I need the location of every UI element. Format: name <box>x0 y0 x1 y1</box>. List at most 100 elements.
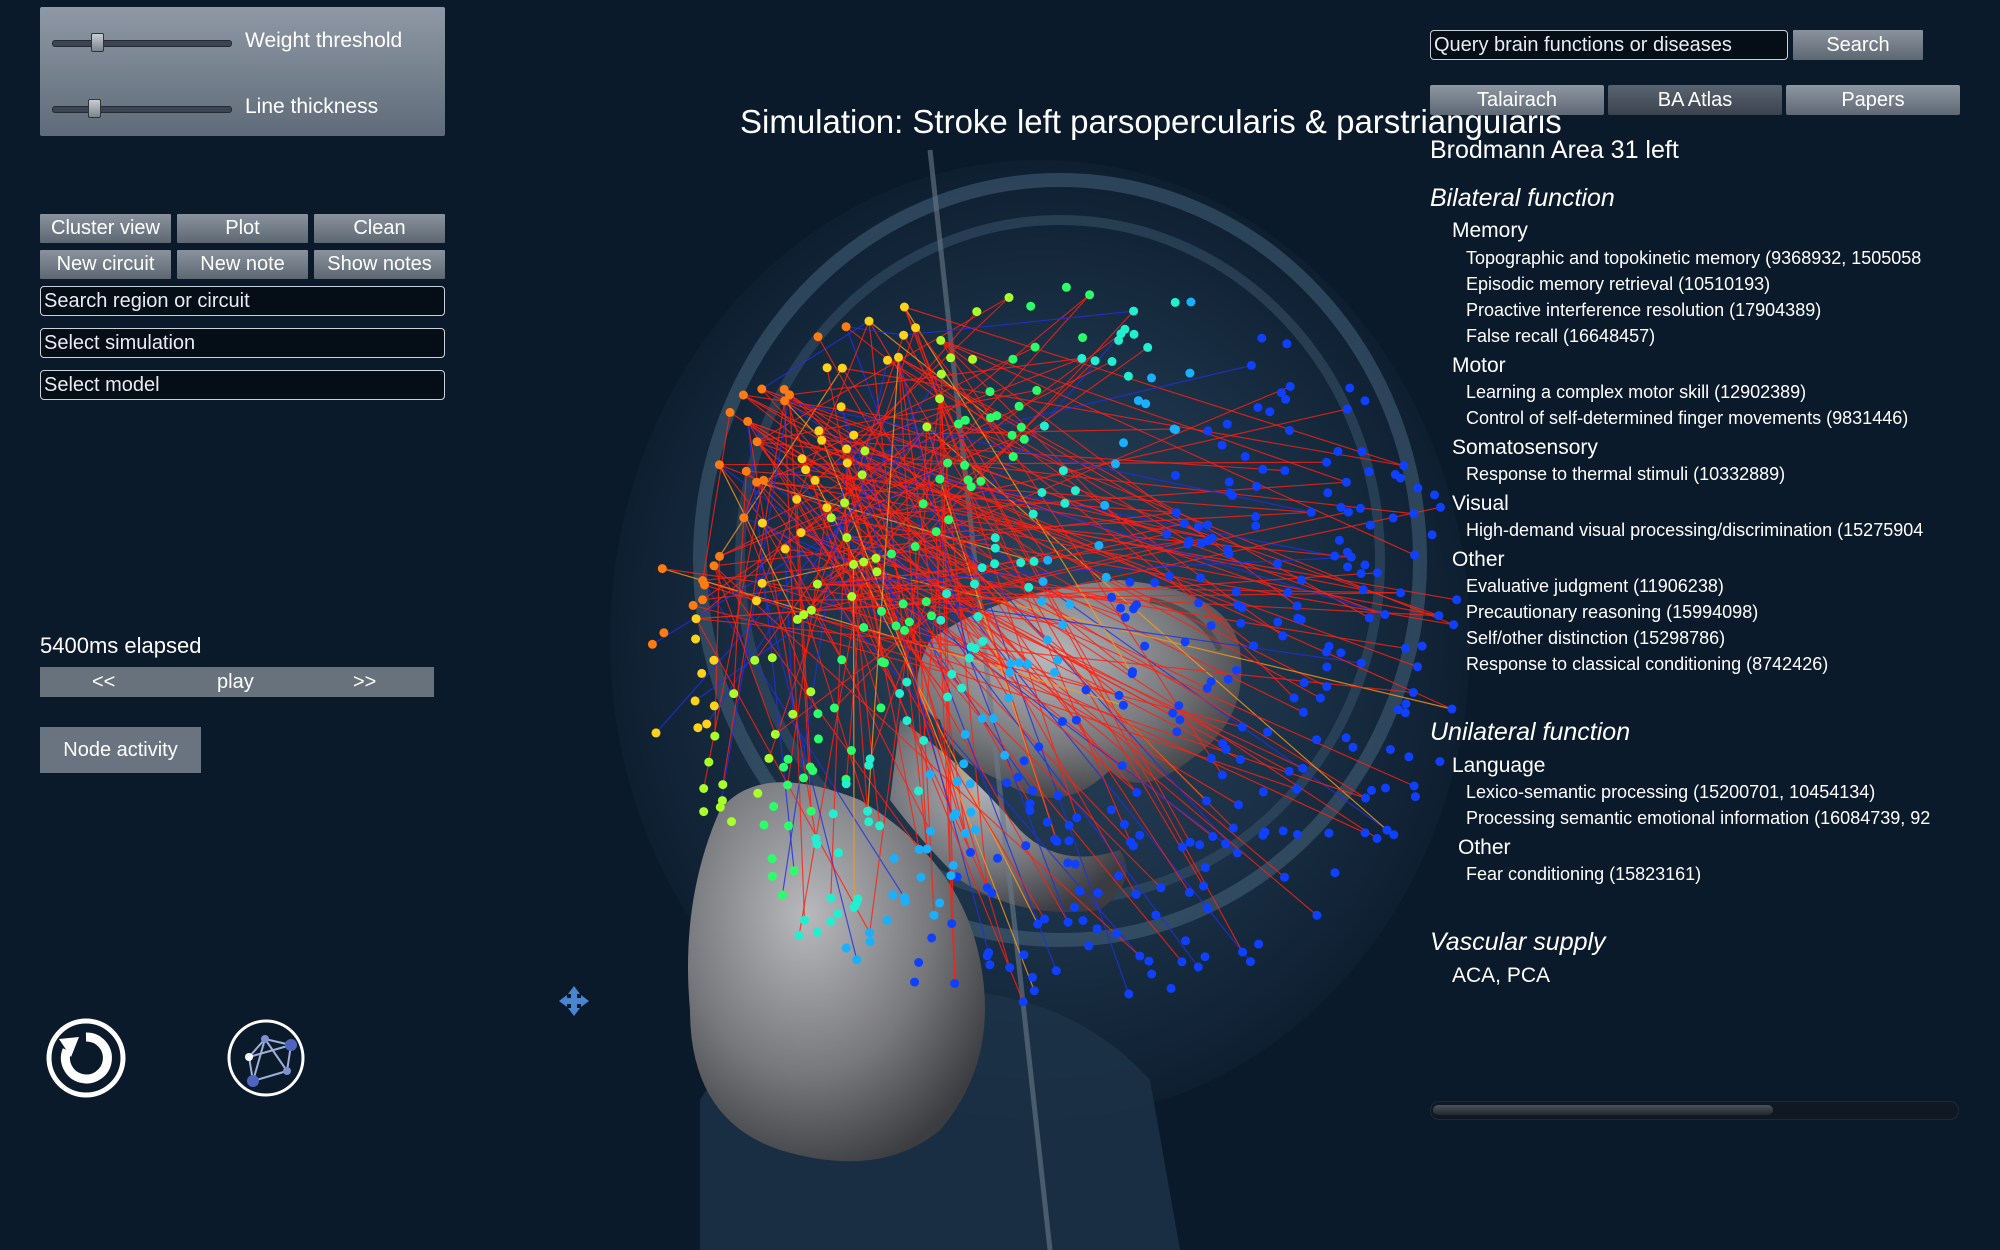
network-node[interactable] <box>1240 452 1250 461</box>
network-node[interactable] <box>1037 596 1047 606</box>
network-node[interactable] <box>700 580 709 590</box>
function-item[interactable]: Response to classical conditioning (8742… <box>1466 654 1829 674</box>
network-node[interactable] <box>1116 603 1125 613</box>
network-node[interactable] <box>1147 969 1157 979</box>
network-node[interactable] <box>1043 555 1053 565</box>
network-node[interactable] <box>1336 502 1346 512</box>
network-node[interactable] <box>950 979 960 988</box>
network-node[interactable] <box>779 762 789 772</box>
function-item[interactable]: False recall (16648457) <box>1466 326 1656 346</box>
network-node[interactable] <box>1356 658 1366 668</box>
network-node[interactable] <box>1184 887 1194 897</box>
network-node[interactable] <box>951 808 961 818</box>
network-node[interactable] <box>1131 889 1141 899</box>
network-node[interactable] <box>812 839 822 849</box>
network-node[interactable] <box>1342 547 1352 557</box>
network-node[interactable] <box>1281 394 1291 404</box>
function-item[interactable]: Topographic and topokinetic memory (9368… <box>1466 248 1922 268</box>
network-node[interactable] <box>911 323 921 333</box>
network-node[interactable] <box>1404 752 1414 762</box>
network-node[interactable] <box>1185 837 1195 847</box>
network-node[interactable] <box>1238 947 1248 957</box>
network-node[interactable] <box>1016 422 1026 432</box>
network-node[interactable] <box>927 611 936 621</box>
network-node[interactable] <box>1367 785 1376 795</box>
network-node[interactable] <box>829 703 839 713</box>
network-node[interactable] <box>1019 756 1029 766</box>
network-node[interactable] <box>840 498 850 508</box>
network-node[interactable] <box>1125 577 1135 587</box>
network-node[interactable] <box>753 788 763 798</box>
network-node[interactable] <box>1430 490 1439 500</box>
network-node[interactable] <box>1111 459 1120 469</box>
network-node[interactable] <box>1078 333 1088 343</box>
network-node[interactable] <box>1203 903 1213 913</box>
network-node[interactable] <box>797 454 807 464</box>
network-node[interactable] <box>699 807 709 817</box>
network-node[interactable] <box>902 677 912 687</box>
weight-threshold-slider[interactable]: Weight threshold <box>52 27 442 57</box>
network-node[interactable] <box>1129 306 1139 316</box>
network-node[interactable] <box>859 623 869 632</box>
network-node[interactable] <box>849 902 859 912</box>
network-node[interactable] <box>837 363 847 373</box>
network-node[interactable] <box>952 777 962 787</box>
network-node[interactable] <box>822 503 832 513</box>
network-node[interactable] <box>1372 568 1382 578</box>
network-graph-icon[interactable] <box>225 1017 307 1099</box>
network-node[interactable] <box>1324 828 1334 838</box>
network-node[interactable] <box>1280 872 1289 882</box>
network-node[interactable] <box>910 977 920 987</box>
network-node[interactable] <box>847 592 857 601</box>
network-node[interactable] <box>860 446 870 456</box>
network-node[interactable] <box>780 396 790 406</box>
network-node[interactable] <box>780 544 790 554</box>
network-node[interactable] <box>769 802 779 811</box>
network-node[interactable] <box>752 477 762 487</box>
network-node[interactable] <box>1231 587 1241 597</box>
network-node[interactable] <box>1177 957 1187 967</box>
network-node[interactable] <box>1410 550 1419 560</box>
network-node[interactable] <box>1107 357 1117 366</box>
network-node[interactable] <box>900 625 909 635</box>
network-node[interactable] <box>1289 693 1299 703</box>
network-node[interactable] <box>1070 486 1080 496</box>
network-node[interactable] <box>970 644 980 653</box>
network-node[interactable] <box>904 617 914 627</box>
network-node[interactable] <box>1170 470 1180 480</box>
network-node[interactable] <box>739 513 749 523</box>
network-node[interactable] <box>1251 512 1261 521</box>
network-node[interactable] <box>1199 881 1208 891</box>
network-node[interactable] <box>1072 813 1082 823</box>
network-node[interactable] <box>1023 659 1033 669</box>
network-node[interactable] <box>1090 356 1100 366</box>
function-item[interactable]: Episodic memory retrieval (10510193) <box>1466 274 1771 294</box>
network-node[interactable] <box>1175 715 1185 725</box>
network-node[interactable] <box>953 419 963 429</box>
network-node[interactable] <box>1013 772 1023 782</box>
network-node[interactable] <box>1276 388 1286 398</box>
new-circuit-button[interactable]: New circuit <box>40 250 171 279</box>
network-node[interactable] <box>1147 373 1156 383</box>
network-node[interactable] <box>1285 382 1295 391</box>
network-node[interactable] <box>1172 727 1182 737</box>
network-node[interactable] <box>1315 693 1325 703</box>
network-node[interactable] <box>1237 603 1247 613</box>
network-node[interactable] <box>702 719 712 729</box>
network-node[interactable] <box>1077 353 1087 363</box>
network-node[interactable] <box>1061 282 1071 292</box>
info-scrollbar[interactable] <box>1430 1101 1959 1120</box>
network-node[interactable] <box>1253 403 1263 412</box>
query-brain-input[interactable] <box>1430 30 1788 60</box>
network-node[interactable] <box>1249 641 1259 651</box>
slider-track[interactable] <box>52 40 232 47</box>
network-node[interactable] <box>1143 342 1153 352</box>
network-node[interactable] <box>1053 791 1063 801</box>
network-node[interactable] <box>960 460 970 470</box>
network-node[interactable] <box>1449 620 1459 630</box>
slider-thumb[interactable] <box>87 99 101 118</box>
network-node[interactable] <box>1330 868 1340 878</box>
network-node[interactable] <box>1427 530 1437 540</box>
network-node[interactable] <box>1007 430 1017 440</box>
